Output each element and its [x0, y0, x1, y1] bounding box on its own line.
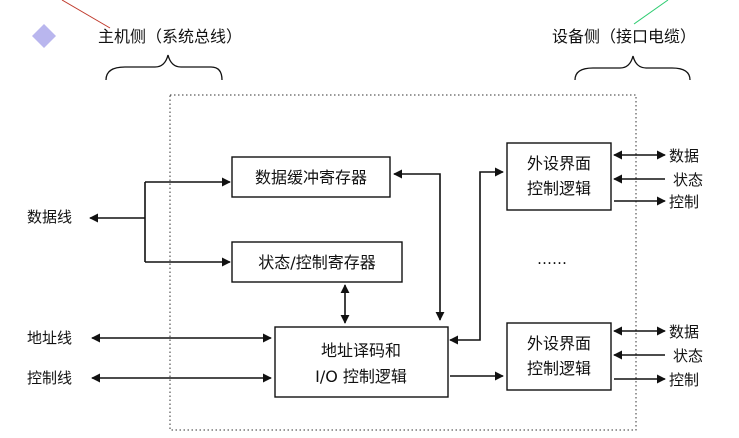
- address-decode-io-control: [274, 326, 449, 398]
- top-device-data-label: 数据: [669, 147, 699, 165]
- corner-line-right: [633, 0, 669, 25]
- bottom-device-status-label: 状态: [673, 347, 703, 365]
- host-side-brace: [105, 54, 223, 81]
- diamond-bullet-icon: [32, 24, 56, 48]
- decoder-to-top-device-arrow: [449, 167, 504, 345]
- interface-boundary: [169, 94, 637, 431]
- device-bottom-label-line1: 外设界面: [527, 334, 591, 353]
- device-side-brace: [574, 55, 691, 81]
- bottom-device-control-label: 控制: [669, 371, 699, 389]
- status-control-register-label: 状态/控制寄存器: [258, 253, 375, 272]
- device-top-label-line2: 控制逻辑: [527, 179, 591, 198]
- device-side-title: 设备侧（接口电缆）: [552, 27, 696, 46]
- decoder-label-line1: 地址译码和: [321, 341, 401, 360]
- data-buffer-register: [231, 156, 391, 198]
- more-devices-ellipsis: ……: [537, 250, 567, 268]
- top-device-control-label: 控制: [669, 193, 699, 211]
- address-bus-label: 地址线: [27, 329, 72, 347]
- device-bottom-label-line2: 控制逻辑: [527, 359, 591, 378]
- data-buffer-register-label: 数据缓冲寄存器: [255, 168, 367, 187]
- bottom-device-data-label: 数据: [669, 323, 699, 341]
- status-control-register: [231, 241, 403, 283]
- device-control-logic-bottom: [506, 322, 612, 391]
- decoder-label-line2: I/O 控制逻辑: [315, 367, 407, 386]
- buffer-decoder-arrow: [393, 169, 445, 321]
- data-bus-label: 数据线: [27, 208, 72, 226]
- corner-line-left: [61, 0, 111, 29]
- top-device-status-label: 状态: [673, 171, 703, 189]
- host-side-title: 主机侧（系统总线）: [98, 27, 242, 46]
- control-bus-label: 控制线: [27, 369, 72, 387]
- device-control-logic-top: [506, 142, 612, 211]
- device-top-label-line1: 外设界面: [527, 154, 591, 173]
